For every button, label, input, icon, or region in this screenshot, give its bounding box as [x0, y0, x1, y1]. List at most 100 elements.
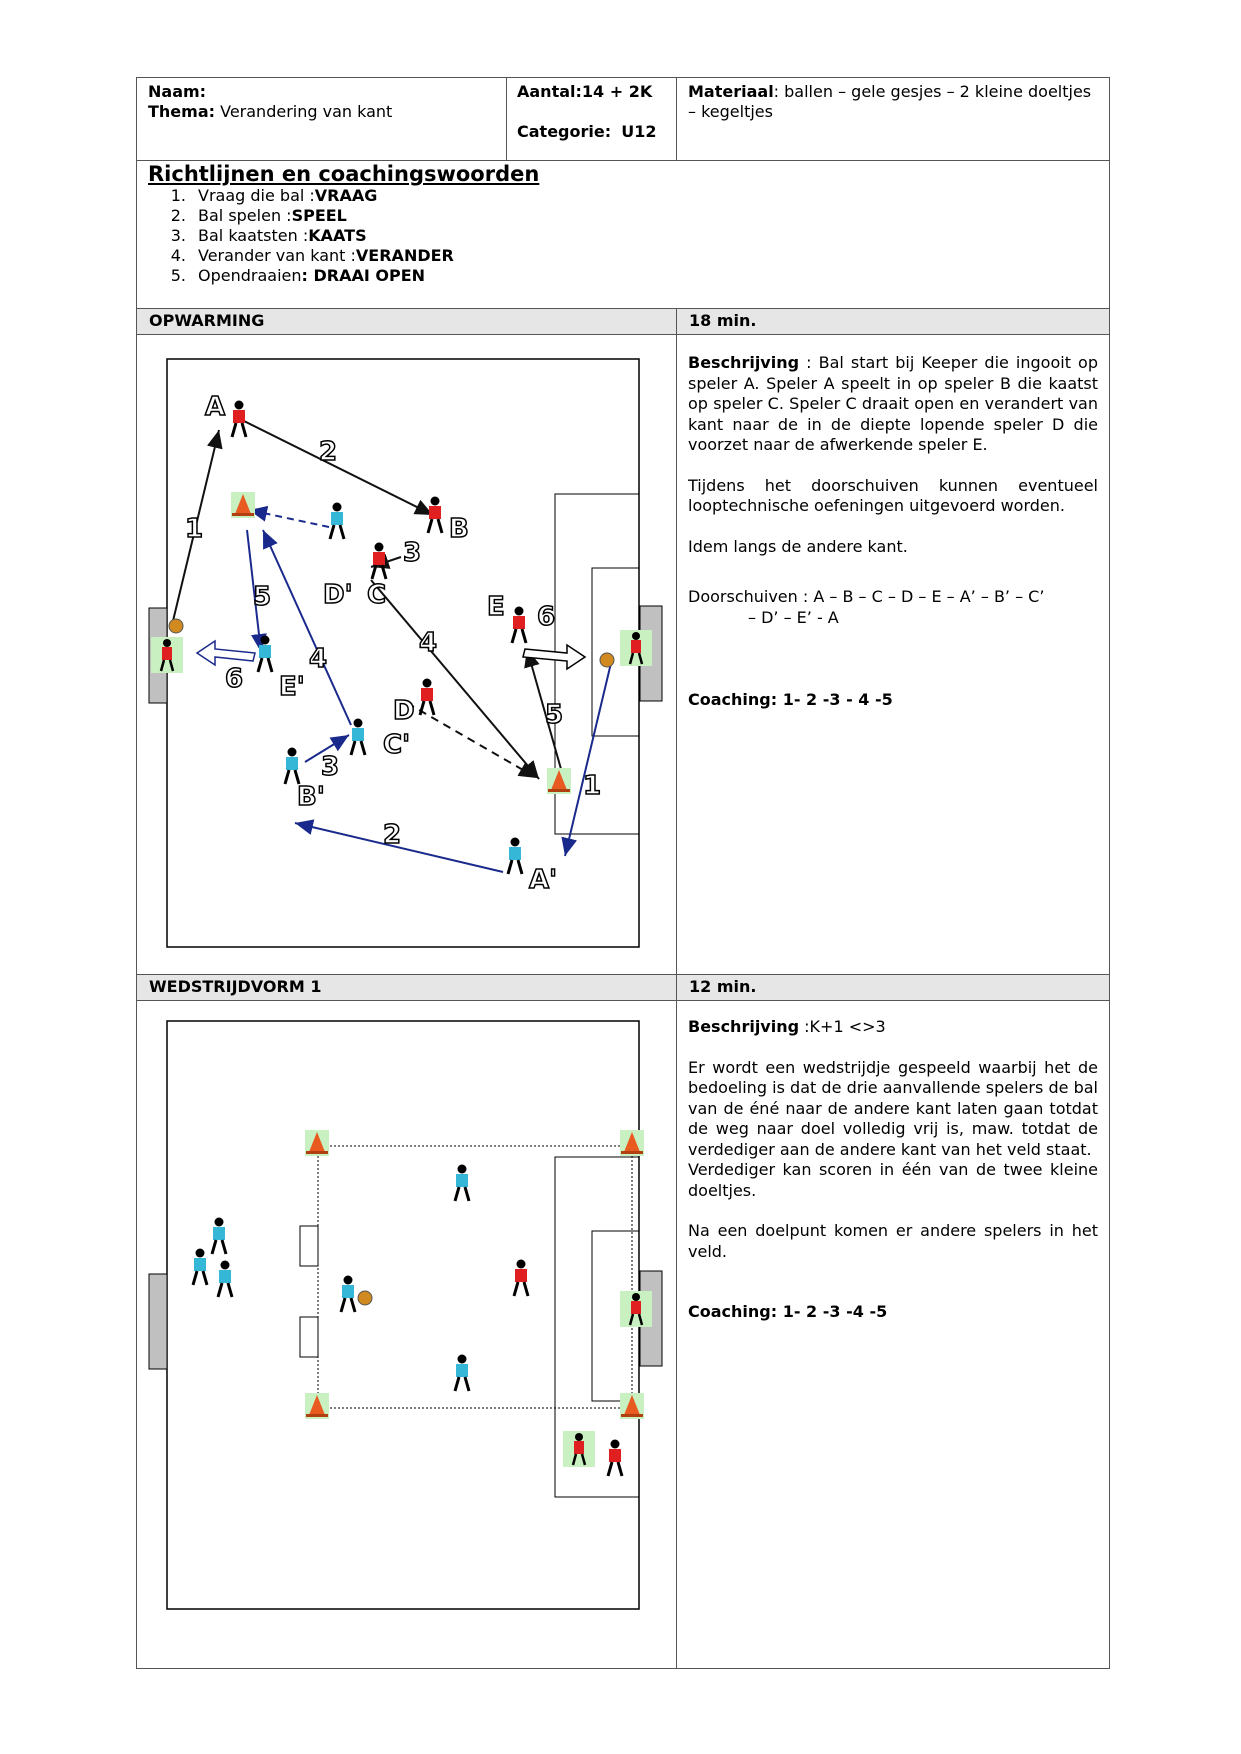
thema-value: Verandering van kant [220, 102, 393, 121]
wedstrijdvorm-diagram-cell [137, 1001, 677, 1668]
opwarming-para2: Tijdens het doorschuiven kunnen eventuee… [688, 475, 1098, 516]
opwarming-diagram-cell: A B C D E A' B' C' D' E' 1 2 3 4 5 6 5 [137, 335, 677, 974]
small-goal [299, 1316, 319, 1358]
label-n2-bottom: 2 [383, 820, 401, 850]
player-blue-icon [453, 1354, 471, 1392]
list-item: 4.Verander van kant : VERANDER [170, 246, 454, 265]
player-blue-icon [328, 502, 346, 540]
opwarming-title: OPWARMING [137, 309, 677, 334]
wedstrijdvorm-para2: Er wordt een wedstrijdje gespeeld waarbi… [688, 1057, 1098, 1159]
cone-icon [305, 1130, 329, 1156]
doorschuiven-line1: Doorschuiven : A – B – C – D – E – A’ – … [688, 587, 1045, 606]
categorie-label: Categorie: [517, 122, 612, 141]
label-n2-top: 2 [319, 437, 337, 467]
wedstrijdvorm-title: WEDSTRIJDVORM 1 [137, 975, 677, 1000]
wedstrijdvorm-desc-label: Beschrijving [688, 1017, 800, 1036]
categorie-value: U12 [621, 122, 657, 141]
opwarming-desc-label: Beschrijving [688, 353, 800, 372]
keeper-icon [620, 1291, 652, 1327]
playing-zone [317, 1145, 633, 1409]
opwarming-para3: Idem langs de andere kant. [688, 536, 908, 556]
player-blue-icon [506, 837, 524, 875]
label-n4-bottom: 4 [309, 644, 327, 674]
player-red-icon [370, 542, 388, 580]
player-blue-icon [210, 1217, 228, 1255]
opwarming-coaching: Coaching: 1- 2 -3 - 4 -5 [688, 690, 893, 709]
wedstrijdvorm-para3: Verdediger kan scoren in één van de twee… [688, 1160, 1098, 1200]
keeper-icon [620, 630, 652, 666]
wedstrijdvorm-duration: 12 min. [689, 977, 757, 996]
label-n5-right: 5 [545, 700, 563, 730]
wedstrijdvorm-para4: Na een doelpunt komen er andere spelers … [688, 1221, 1098, 1261]
player-red-icon [230, 400, 248, 438]
player-red-icon [510, 606, 528, 644]
label-n1-right: 1 [583, 771, 601, 801]
list-item: 3.Bal kaatsten : KAATS [170, 226, 367, 245]
aantal-cell: Aantal:14 + 2K Categorie: U12 [507, 78, 677, 160]
label-a: A [205, 392, 225, 422]
player-blue-icon [349, 718, 367, 756]
pitch-outline [166, 1020, 640, 1610]
opwarming-desc-text: : Bal start bij Keeper die ingooit op sp… [688, 353, 1098, 454]
label-n5-left: 5 [253, 582, 271, 612]
opwarming-diagram: A B C D E A' B' C' D' E' 1 2 3 4 5 6 5 [148, 358, 663, 948]
arrow-3-bottom [304, 734, 350, 763]
aantal-value: Aantal:14 + 2K [517, 82, 653, 101]
list-item: 2.Bal spelen : SPEEL [170, 206, 347, 225]
player-blue-icon [256, 635, 274, 673]
arrow-1-left [171, 429, 223, 626]
materiaal-value: : ballen – gele gesjes – 2 kleine doeltj… [688, 82, 1092, 121]
arrow-5-right [524, 648, 562, 770]
guidelines-title: Richtlijnen en coachingswoorden [148, 162, 540, 186]
guidelines-cell: Richtlijnen en coachingswoorden 1.Vraag … [137, 161, 1109, 308]
arrow-1-right [561, 662, 612, 857]
naam-label: Naam: [148, 82, 207, 101]
label-d-prime: D' [323, 580, 353, 610]
wedstrijdvorm-description: Beschrijving :K+1 <>3 Er wordt een wedst… [677, 1001, 1109, 1668]
run-arrow-6-left [195, 639, 256, 667]
list-item: 1.Vraag die bal : VRAAG [170, 186, 378, 205]
arrow-2-top [241, 419, 434, 516]
cone-icon [547, 768, 571, 794]
arrow-4-top [370, 579, 540, 780]
label-e: E [487, 592, 505, 622]
header-row: Naam: Thema: Verandering van kant Aantal… [137, 78, 1109, 161]
ball-icon [168, 618, 184, 634]
materiaal-label: Materiaal [688, 82, 774, 101]
label-a-prime: A' [529, 865, 557, 895]
player-blue-icon [453, 1164, 471, 1202]
label-n4-top: 4 [419, 628, 437, 658]
cone-icon [620, 1130, 644, 1156]
list-item: 5.Opendraaien : DRAAI OPEN [170, 266, 426, 285]
opwarming-body: A B C D E A' B' C' D' E' 1 2 3 4 5 6 5 [137, 335, 1109, 975]
ball-icon [357, 1290, 373, 1306]
materiaal-cell: Materiaal: ballen – gele gesjes – 2 klei… [677, 78, 1109, 160]
ball-icon [599, 652, 615, 668]
player-red-icon [512, 1259, 530, 1297]
small-goal [299, 1225, 319, 1267]
practice-sheet: Naam: Thema: Verandering van kant Aantal… [136, 77, 1110, 1669]
run-dprime-dashed [248, 505, 330, 528]
arrow-5-left [246, 529, 267, 653]
cone-icon [305, 1393, 329, 1419]
name-theme-cell: Naam: Thema: Verandering van kant [137, 78, 507, 160]
guidelines-list: 1.Vraag die bal : VRAAG 2.Bal spelen : S… [148, 186, 1098, 286]
thema-label: Thema: [148, 102, 216, 121]
wedstrijdvorm-header: WEDSTRIJDVORM 1 12 min. [137, 975, 1109, 1001]
cone-icon [231, 492, 255, 518]
arrow-4-bottom [262, 529, 352, 726]
label-n3-top: 3 [403, 538, 421, 568]
player-blue-icon [339, 1275, 357, 1313]
wedstrijdvorm-coaching: Coaching: 1- 2 -3 -4 -5 [688, 1302, 888, 1321]
label-n6-left: 6 [225, 664, 243, 694]
label-c: C [367, 580, 386, 610]
goal-left [148, 1273, 168, 1370]
player-red-icon [418, 678, 436, 716]
run-d-dashed [406, 702, 538, 779]
run-arrow-6-right [522, 643, 587, 671]
wedstrijdvorm-desc-text: :K+1 <>3 [799, 1017, 886, 1036]
player-blue-icon [216, 1260, 234, 1298]
arrow-2-bottom [294, 819, 504, 873]
wedstrijdvorm-diagram [148, 1020, 663, 1610]
player-blue-icon [191, 1248, 209, 1286]
